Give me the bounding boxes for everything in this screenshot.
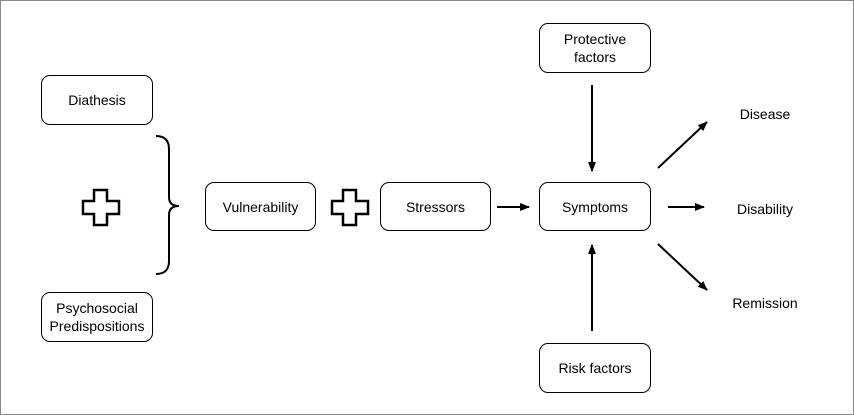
plus-icon bbox=[330, 188, 370, 227]
node-symptoms: Symptoms bbox=[539, 182, 651, 231]
node-psychosocial-predispositions: Psychosocial Predispositions bbox=[41, 292, 153, 342]
node-protective-factors: Protective factors bbox=[539, 23, 651, 73]
outcome-disability: Disability bbox=[736, 201, 793, 217]
node-risk-factors: Risk factors bbox=[539, 343, 651, 393]
outcome-remission: Remission bbox=[732, 295, 798, 311]
arrow-symptoms-to-disease bbox=[657, 121, 708, 169]
arrow-symptoms-to-remission bbox=[657, 243, 708, 291]
grouping-bracket bbox=[155, 135, 180, 275]
plus-icon bbox=[81, 188, 121, 227]
node-stressors: Stressors bbox=[380, 182, 491, 231]
node-diathesis: Diathesis bbox=[41, 75, 153, 125]
node-vulnerability: Vulnerability bbox=[205, 182, 316, 231]
outcome-disease: Disease bbox=[739, 106, 791, 122]
